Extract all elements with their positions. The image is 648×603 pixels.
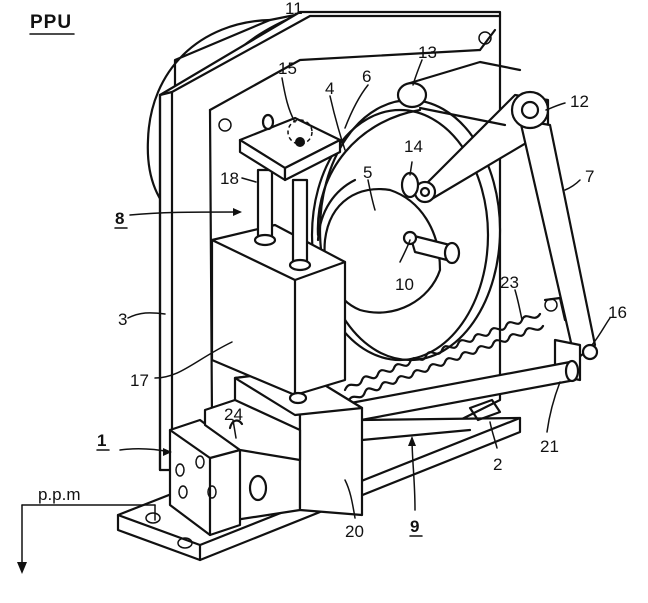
label-11: 11: [285, 0, 303, 18]
bracket-15: [238, 113, 342, 182]
label-14: 14: [404, 137, 423, 156]
label-21: 21: [540, 437, 559, 456]
ppm-signal-arrow: [17, 504, 156, 574]
label-12: 12: [570, 92, 589, 111]
label-1: 1: [97, 431, 106, 450]
shaft-pin-10: [402, 230, 461, 265]
figure-title: PPU: [30, 12, 72, 33]
label-16: 16: [608, 303, 627, 322]
plate-screw-top-right: [478, 31, 492, 45]
rod-18-left: [256, 168, 274, 242]
label-9: 9: [410, 517, 419, 536]
label-4: 4: [325, 79, 334, 98]
rod-18-right: [291, 178, 309, 267]
label-18: 18: [220, 169, 239, 188]
label-7: 7: [585, 167, 594, 186]
cam-follower-4: [316, 178, 357, 242]
base-hole-front: [177, 537, 193, 549]
base-slot: [468, 398, 502, 422]
label-13: 13: [418, 43, 437, 62]
label-20: 20: [345, 522, 364, 541]
spring-23: [343, 312, 545, 404]
label-5: 5: [363, 163, 372, 182]
ppm-signal-label: p.p.m: [38, 485, 81, 504]
label-15: 15: [278, 59, 297, 78]
front-block-1: [168, 398, 302, 537]
label-2: 2: [493, 455, 502, 474]
label-6: 6: [362, 67, 371, 86]
pin-14: [400, 171, 420, 199]
label-17: 17: [130, 371, 149, 390]
roller-13: [396, 60, 522, 127]
base-hole-left: [145, 512, 161, 524]
label-23: 23: [500, 273, 519, 292]
cylinder-block-17: [210, 168, 347, 405]
label-8: 8: [115, 209, 124, 228]
label-24: 24: [224, 405, 243, 424]
label-10: 10: [395, 275, 414, 294]
lever-7: [413, 90, 597, 362]
plate-screw-top-left: [218, 118, 232, 132]
leader-lines: [119, 59, 611, 519]
label-3: 3: [118, 310, 127, 329]
